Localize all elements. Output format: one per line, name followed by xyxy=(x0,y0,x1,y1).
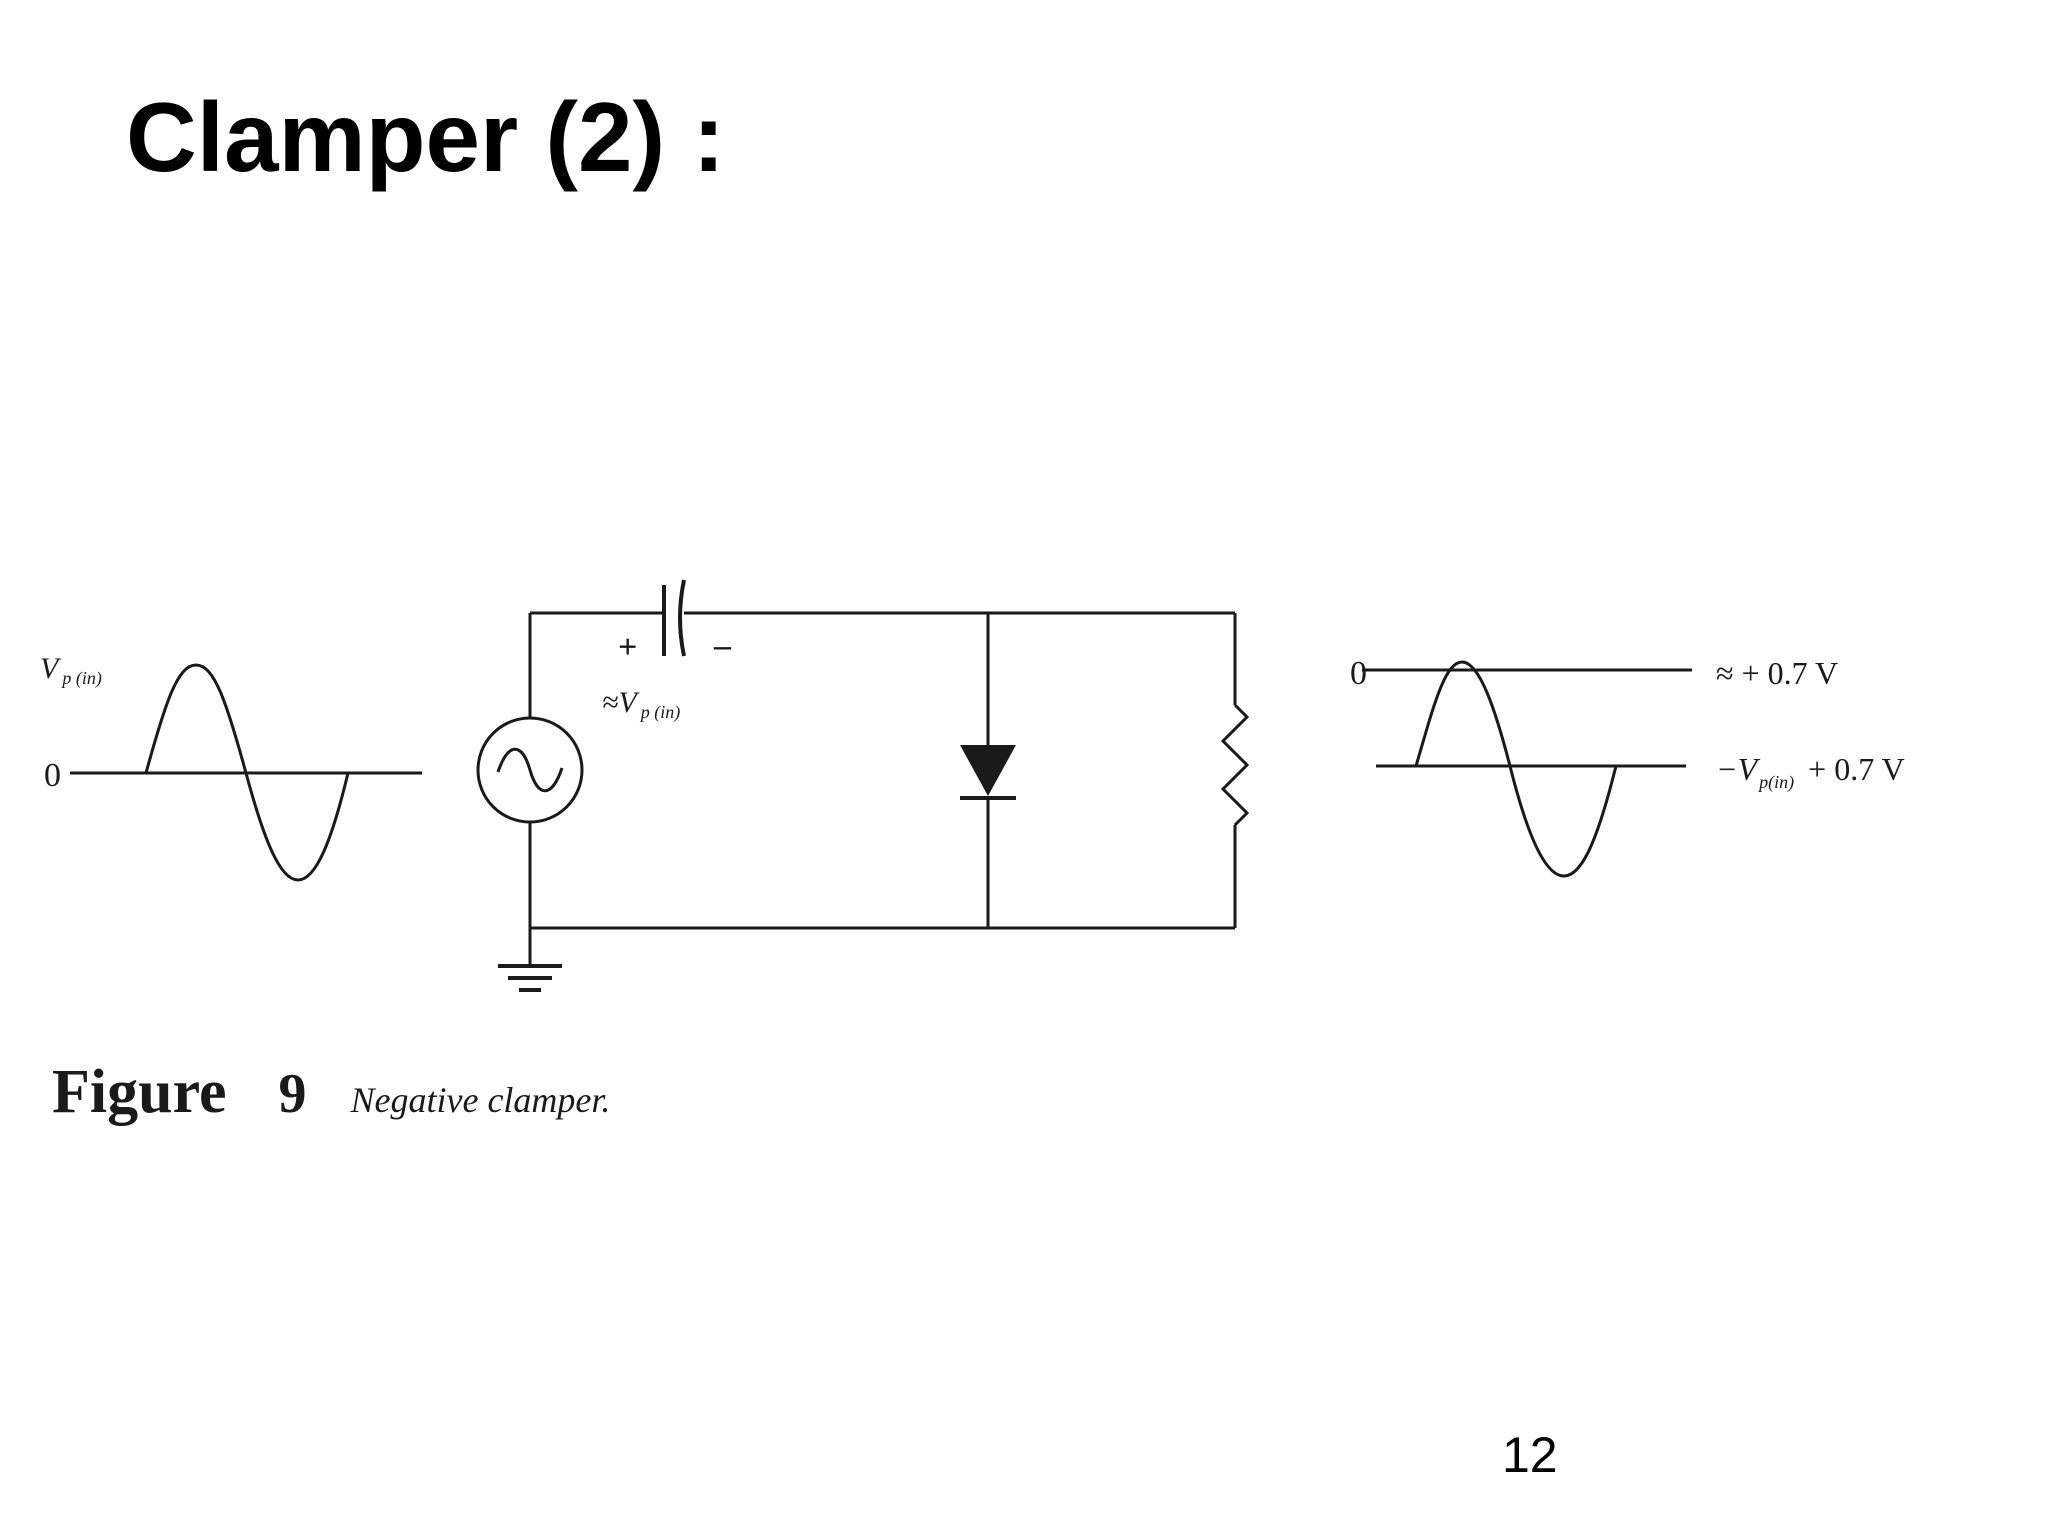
capacitor-voltage-main: V xyxy=(618,686,640,719)
capacitor-plus-label: + xyxy=(618,629,637,666)
capacitor-voltage-sub: p (in) xyxy=(639,702,681,723)
slide-title: Clamper (2) : xyxy=(126,82,726,192)
output-bottom-level-sub: p(in) xyxy=(1757,772,1794,793)
capacitor-voltage-prefix: ≈ xyxy=(602,686,618,719)
input-zero-label: 0 xyxy=(44,757,61,794)
output-top-level-label: ≈ + 0.7 V xyxy=(1716,655,1838,691)
output-bottom-level-suffix: + 0.7 V xyxy=(1808,751,1905,787)
figure-caption: Figure 9 Negative clamper. xyxy=(52,1058,610,1126)
resistor-zigzag xyxy=(1220,703,1250,827)
output-waveform xyxy=(1362,660,1692,878)
ac-source-icon xyxy=(496,747,564,793)
output-zero-label: 0 xyxy=(1350,655,1367,692)
output-bottom-level-prefix: −V xyxy=(1716,751,1761,787)
circuit xyxy=(476,579,1250,992)
ac-source-circle xyxy=(476,716,584,824)
figure-number: 9 xyxy=(279,1063,307,1125)
input-sine-wave xyxy=(144,663,350,882)
output-sine-wave xyxy=(1414,660,1618,878)
diode-triangle xyxy=(960,745,1016,796)
input-peak-label-sub: p (in) xyxy=(60,668,102,689)
capacitor-minus-label: – xyxy=(713,627,732,664)
capacitor-plate-right xyxy=(678,579,686,657)
page-number: 12 xyxy=(1502,1427,1558,1483)
figure-word: Figure xyxy=(52,1058,227,1126)
input-peak-label-main: V xyxy=(40,652,62,685)
figure-title: Negative clamper. xyxy=(350,1080,611,1120)
input-waveform xyxy=(70,663,422,882)
